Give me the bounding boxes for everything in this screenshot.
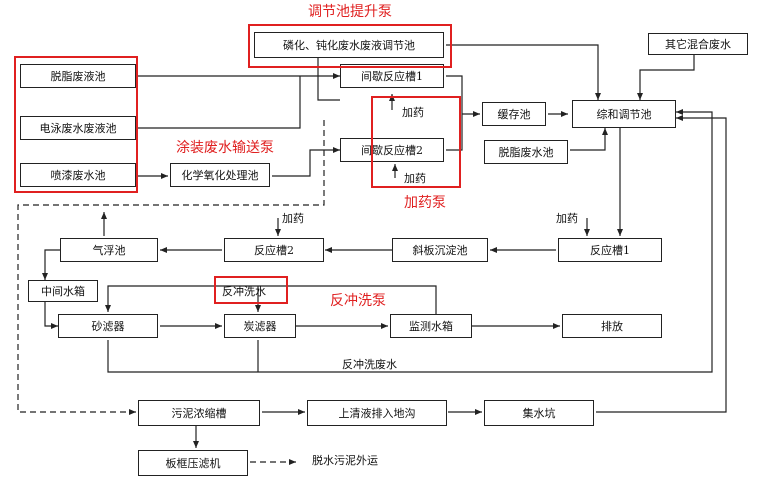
flow-sludge-dashed <box>17 120 325 415</box>
flow-dw-to-neutral <box>570 128 608 151</box>
air-flotation-tank: 气浮池 <box>60 238 158 262</box>
supernatant-drain: 上清液排入地沟 <box>307 400 447 426</box>
flow-chem-to-rt2 <box>272 147 340 177</box>
highlight-source-tanks <box>14 56 138 193</box>
flow-air-to-inter <box>42 249 60 280</box>
dosing-label-reaction1: 加药 <box>556 212 578 225</box>
chemical-oxidation-tank: 化学氧化处理池 <box>170 163 270 187</box>
phosphate-passivation-tank: 磷化、钝化废水废液调节池 <box>254 32 444 58</box>
flow-electro-to-rt1 <box>138 76 301 129</box>
flow-backwash-waste <box>107 109 713 373</box>
reaction-tank-intermittent-1: 间歇反应槽1 <box>340 64 444 88</box>
highlight-regulating-tank <box>248 24 452 68</box>
dosing-label-reaction2: 加药 <box>282 212 304 225</box>
annotation-backwash-pump: 反冲洗泵 <box>330 293 386 309</box>
dewatered-sludge-label: 脱水污泥外运 <box>312 454 378 467</box>
annotation-regulating-pump: 调节池提升泵 <box>308 4 392 20</box>
flow-phosphate-to-neutral <box>446 44 601 100</box>
neutralization-tank: 综和调节池 <box>572 100 676 128</box>
discharge: 排放 <box>562 314 662 338</box>
electrophoresis-tank: 电泳废水废液池 <box>20 116 136 140</box>
carbon-filter: 炭滤器 <box>224 314 296 338</box>
highlight-backwash-water <box>214 276 288 304</box>
backwash-water-label: 反冲洗水 <box>222 285 266 298</box>
flow-backwash-water <box>105 285 437 326</box>
inclined-settling-tank: 斜板沉淀池 <box>392 238 488 262</box>
reaction-tank-intermittent-2: 间歇反应槽2 <box>340 138 444 162</box>
dosing-label-upper: 加药 <box>402 106 424 119</box>
flow-other-to-neutral <box>637 55 695 100</box>
highlight-dosing-area <box>371 96 461 188</box>
dosing-label-lower: 加药 <box>404 172 426 185</box>
monitor-tank: 监测水箱 <box>390 314 472 338</box>
sand-filter: 砂滤器 <box>58 314 158 338</box>
flow-sump-to-neutral <box>596 115 727 413</box>
flow-phosphate-branch <box>317 45 340 101</box>
reaction-tank-1: 反应槽1 <box>558 238 662 262</box>
reaction-tank-2: 反应槽2 <box>224 238 324 262</box>
flow-rt-right <box>446 75 463 151</box>
degreasing-waste-tank: 脱脂废液池 <box>20 64 136 88</box>
intermediate-tank: 中间水箱 <box>28 280 98 302</box>
other-mixed-wastewater: 其它混合废水 <box>648 33 748 55</box>
annotation-dosing-pump: 加药泵 <box>404 195 446 211</box>
buffer-tank: 缓存池 <box>482 102 546 126</box>
flow-inter-to-sand <box>44 302 58 329</box>
degreasing-wastewater-tank: 脱脂废水池 <box>484 140 568 164</box>
annotation-coating-transfer-pump: 涂装废水输送泵 <box>176 140 274 156</box>
sump: 集水坑 <box>484 400 594 426</box>
spray-paint-tank: 喷漆废水池 <box>20 163 136 187</box>
backwash-wastewater-label: 反冲洗废水 <box>342 358 397 371</box>
sludge-thickener: 污泥浓缩槽 <box>138 400 260 426</box>
plate-frame-press: 板框压滤机 <box>138 450 248 476</box>
